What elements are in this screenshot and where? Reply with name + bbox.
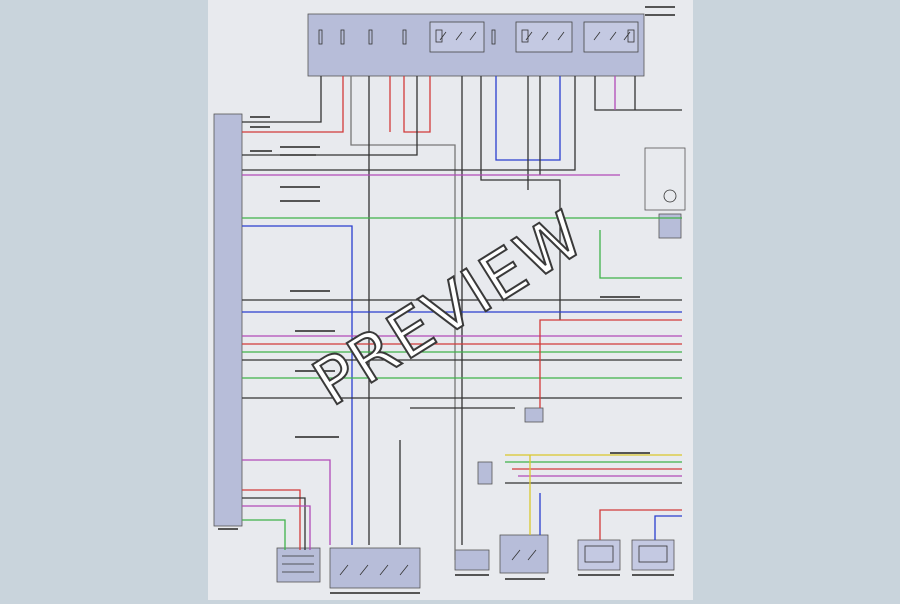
lamp-unit-2 — [631, 539, 675, 571]
brake-switch — [499, 534, 549, 574]
wire-black-1 — [242, 76, 322, 123]
diagram-labels — [218, 6, 675, 594]
wire-red-7 — [599, 509, 682, 540]
relay-box-1 — [429, 21, 485, 53]
relay-box-3 — [583, 21, 639, 53]
component-internals — [282, 189, 677, 576]
wire-black-9 — [594, 76, 682, 111]
side-sensor — [658, 213, 682, 239]
wire-red-5 — [539, 319, 682, 408]
pedal-sensor — [276, 547, 321, 583]
wire-red-1 — [242, 76, 344, 133]
wire-blue-4 — [654, 515, 682, 540]
wire-black-17 — [242, 497, 306, 550]
wire-magenta-6 — [242, 505, 311, 550]
junction-connector — [524, 407, 544, 423]
wire-green-4 — [242, 519, 286, 550]
ecm-connector — [213, 113, 243, 527]
transmission-connector — [454, 549, 490, 571]
wire-red-8 — [242, 489, 301, 550]
lamp-unit-1 — [577, 539, 621, 571]
wire-black-5 — [480, 76, 561, 320]
wire-green-5 — [599, 230, 682, 279]
fuse-symbols — [318, 29, 496, 45]
wire-black-8 — [242, 76, 576, 171]
relay-module — [644, 147, 686, 211]
wire-blue-2 — [242, 225, 353, 545]
mid-connector — [477, 461, 493, 485]
wire-magenta-4 — [242, 459, 331, 545]
wire-bundle — [242, 76, 682, 560]
control-switch — [329, 547, 421, 589]
relay-switches — [435, 29, 635, 43]
